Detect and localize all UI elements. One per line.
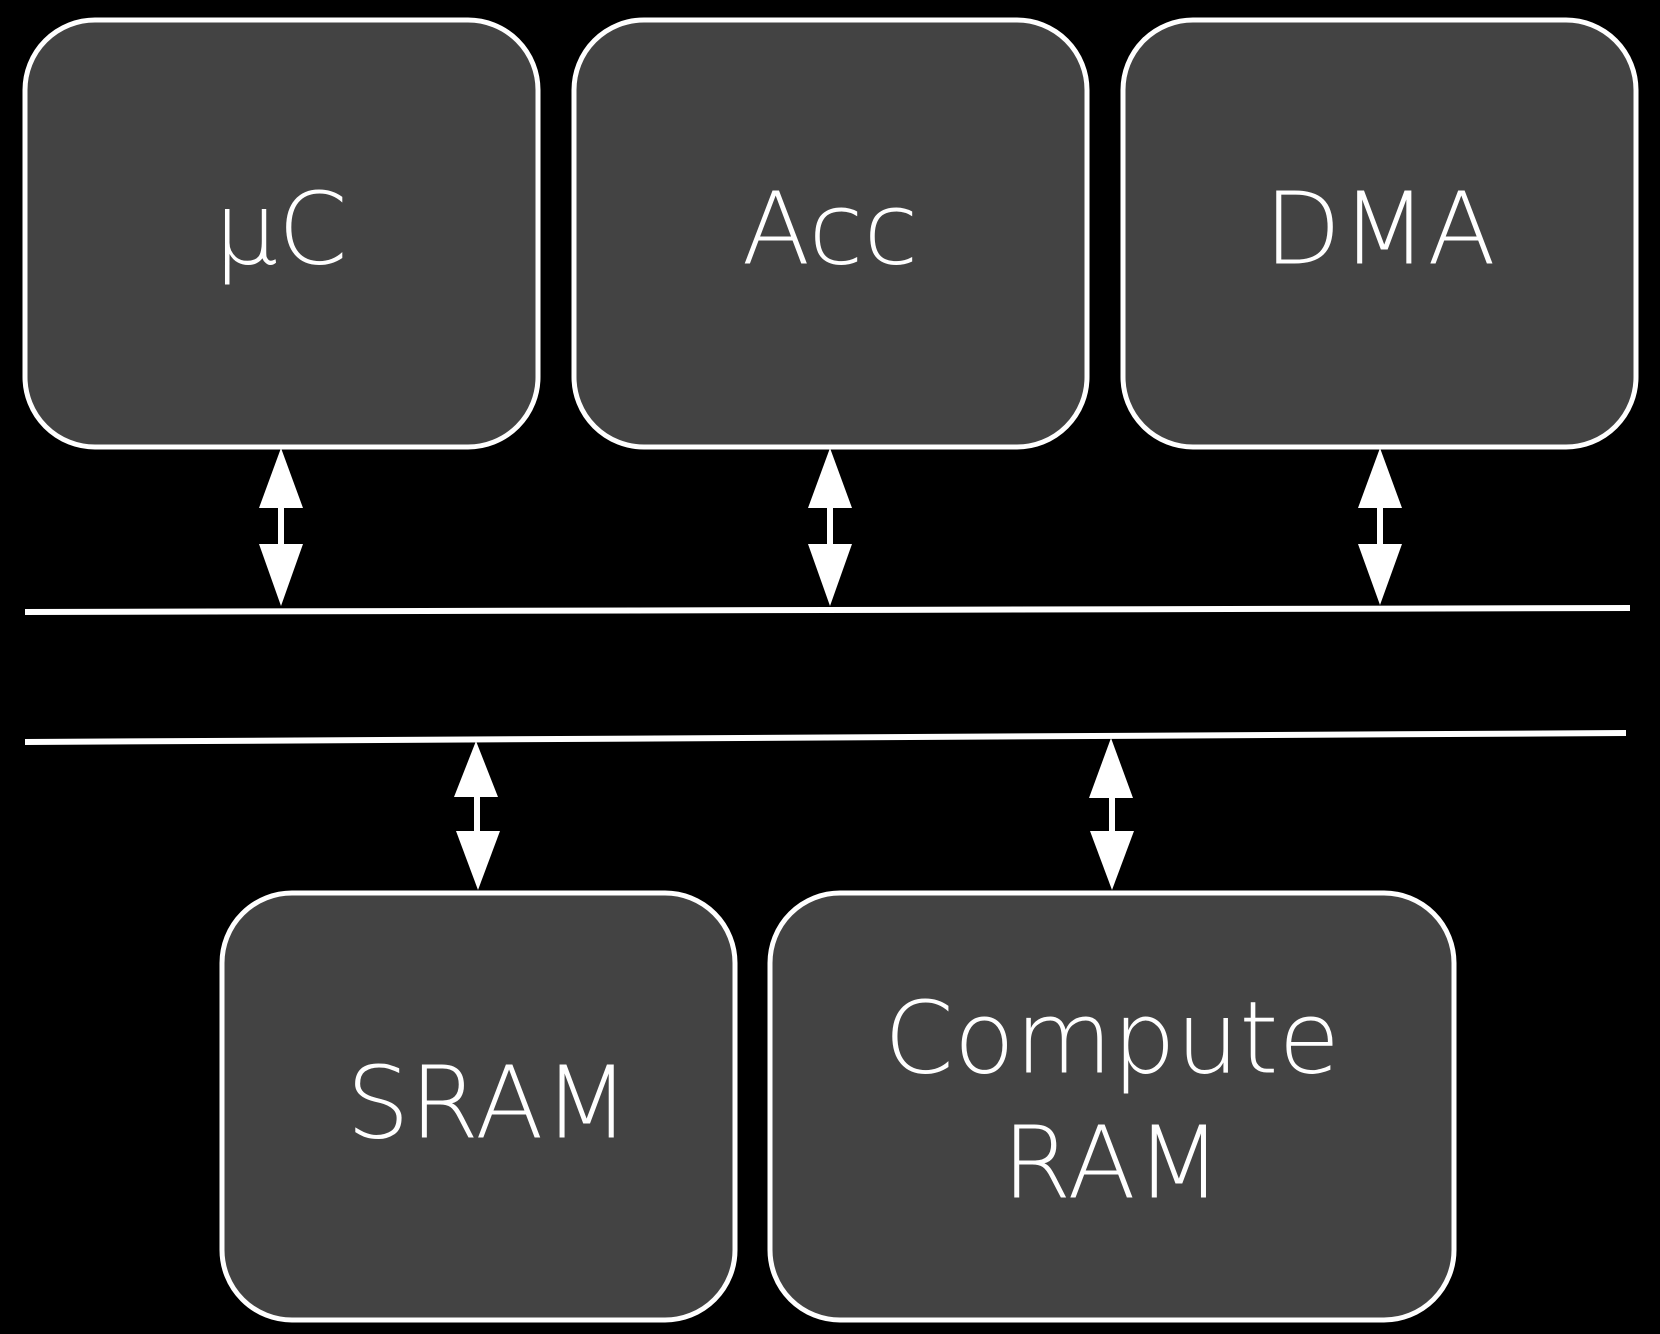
block-compute-ram-label-line2: RAM [1002, 1104, 1222, 1221]
upper-bus-line [24, 605, 1631, 615]
block-compute-ram-label-line1: Compute [884, 979, 1340, 1096]
arrow-bus-compute-ram [1089, 738, 1134, 890]
arrow-head-up-icon [1358, 448, 1402, 508]
block-dma-label: DMA [1264, 170, 1496, 287]
arrow-bus-sram [454, 741, 500, 890]
block-dma-box [1120, 17, 1639, 450]
block-compute-ram: Compute RAM [767, 890, 1457, 1323]
arrow-head-up-icon [454, 741, 498, 797]
block-compute-ram-box [767, 890, 1457, 1323]
block-acc-box [571, 17, 1090, 450]
arrow-dma-bus [1358, 448, 1402, 605]
arrow-acc-bus [808, 448, 852, 606]
lower-bus-line [24, 730, 1627, 745]
arrow-head-up-icon [259, 448, 303, 508]
block-uc-label: μC [214, 170, 347, 287]
block-acc-label: Acc [742, 170, 919, 287]
block-sram-label: SRAM [346, 1044, 630, 1161]
block-dma: DMA [1120, 17, 1639, 450]
block-uc: μC [22, 17, 541, 450]
arrow-head-down-icon [808, 544, 852, 606]
block-sram: SRAM [219, 890, 738, 1323]
arrow-head-up-icon [1089, 738, 1133, 798]
block-acc: Acc [571, 17, 1090, 450]
arrow-head-down-icon [456, 831, 500, 890]
arrow-head-down-icon [1090, 831, 1134, 890]
arrow-uc-bus [259, 448, 303, 606]
block-uc-box [22, 17, 541, 450]
arrow-head-down-icon [259, 544, 303, 606]
arrow-head-up-icon [808, 448, 852, 508]
block-sram-box [219, 890, 738, 1323]
arrow-head-down-icon [1358, 544, 1402, 605]
